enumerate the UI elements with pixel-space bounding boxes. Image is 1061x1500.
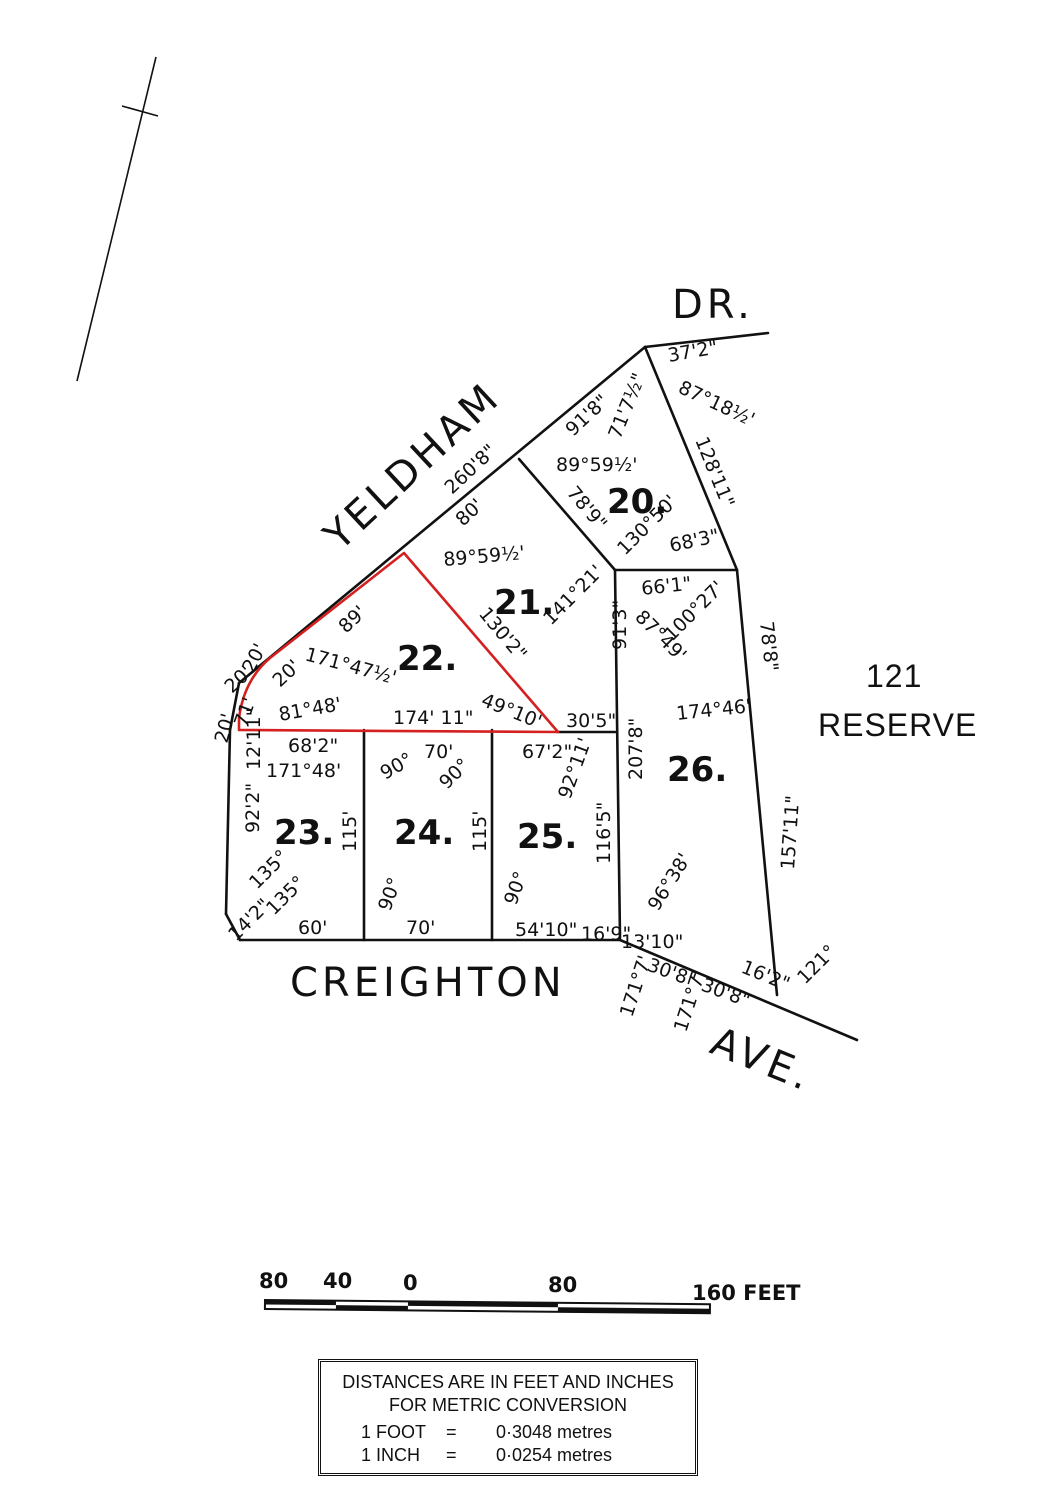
lot-20-number: 20. (607, 482, 667, 522)
legend-inch-eq: = (446, 1445, 457, 1465)
lot-boundaries (224, 331, 859, 1042)
scale-label-0: 0 (403, 1271, 418, 1295)
dim-label: 89°59½' (443, 542, 526, 571)
dim-label: 67'2" (522, 741, 572, 763)
dim-label: 89°59½' (556, 454, 638, 476)
dim-label: 78'8" (755, 620, 782, 672)
dim-label: 90° (377, 748, 417, 784)
dim-label: 16'9" (581, 923, 631, 945)
dim-label: 78'9" (562, 482, 611, 535)
street-dr: DR. (672, 282, 754, 328)
dim-label: 92'2" (242, 783, 264, 833)
dim-label: 87°18½' (675, 377, 758, 431)
dim-label: 90° (500, 869, 532, 908)
dim-label: 68'3" (667, 525, 721, 557)
scale-label-80-right: 80 (548, 1273, 577, 1297)
dim-label: 70' (406, 917, 435, 939)
dim-label: 90° (374, 875, 406, 914)
dim-label: 116'5" (593, 802, 615, 864)
dim-label: 54'10" (515, 919, 577, 941)
dim-label: 30'5" (566, 710, 616, 732)
conversion-legend: DISTANCES ARE IN FEET AND INCHES FOR MET… (318, 1359, 698, 1476)
dim-label: 37'2" (666, 337, 719, 367)
dim-label: 12'11" (243, 708, 265, 770)
reserve-number: 121 (866, 658, 922, 694)
legend-line-1: DISTANCES ARE IN FEET AND INCHES (342, 1372, 674, 1392)
dim-label: 174' 11" (393, 707, 473, 729)
dim-label: 121° (793, 941, 841, 989)
dim-label: 70' (424, 741, 453, 763)
legend-foot-eq: = (446, 1422, 457, 1442)
lot-22-highlight[interactable] (237, 551, 560, 734)
legend-foot-value: 0·3048 metres (496, 1422, 613, 1442)
scale-label-80-left: 80 (259, 1269, 288, 1293)
dim-label: 49°10' (478, 689, 545, 733)
dim-label: 68'2" (288, 735, 338, 757)
dimension-labels: 37'2" 87°18½' 128'11" 91'8" 71'7½" 89°59… (211, 337, 841, 1035)
dim-label: 81°48' (277, 693, 343, 726)
legend-foot-unit: 1 FOOT (361, 1422, 427, 1442)
dim-label: 171°48' (266, 760, 341, 782)
dim-label: 171°7' (616, 953, 656, 1020)
scale-bar: 80 40 0 80 160 FEET (259, 1269, 801, 1315)
lot-24-number: 24. (394, 813, 454, 853)
lot-23-number: 23. (274, 813, 334, 853)
scale-label-40: 40 (323, 1269, 352, 1293)
dim-label: 20' (268, 656, 305, 692)
reserve-label: RESERVE (818, 707, 977, 743)
dim-label: 91'3" (609, 600, 631, 650)
dim-label: 157'11" (777, 795, 804, 871)
legend-inch-value: 0·0254 metres (496, 1445, 613, 1465)
dim-label: 115' (339, 811, 361, 853)
dim-label: 80' (451, 495, 488, 531)
legend-inch-unit: 1 INCH (361, 1445, 421, 1465)
dim-label: 89' (334, 602, 371, 638)
lot-26-number: 26. (667, 750, 727, 790)
dim-label: 207'8" (625, 718, 647, 780)
dim-label: 171°47½' (303, 644, 399, 689)
street-ave: AVE. (704, 1019, 820, 1101)
north-arrow-icon (76, 56, 159, 382)
lot-22-number: 22. (397, 639, 457, 679)
dim-label: 66'1" (640, 573, 692, 600)
dim-label: 174°46' (675, 695, 752, 725)
dim-label: 13'10" (621, 931, 683, 953)
street-creighton: CREIGHTON (290, 960, 566, 1006)
scale-label-160-feet: 160 FEET (692, 1281, 801, 1305)
legend-line-2: FOR METRIC CONVERSION (388, 1395, 627, 1415)
dim-label: 60' (298, 917, 327, 939)
lot-25-number: 25. (517, 817, 577, 857)
lot-21-number: 21. (494, 583, 554, 623)
dim-label: 115' (469, 811, 491, 853)
dim-label: 96°38' (644, 849, 696, 914)
